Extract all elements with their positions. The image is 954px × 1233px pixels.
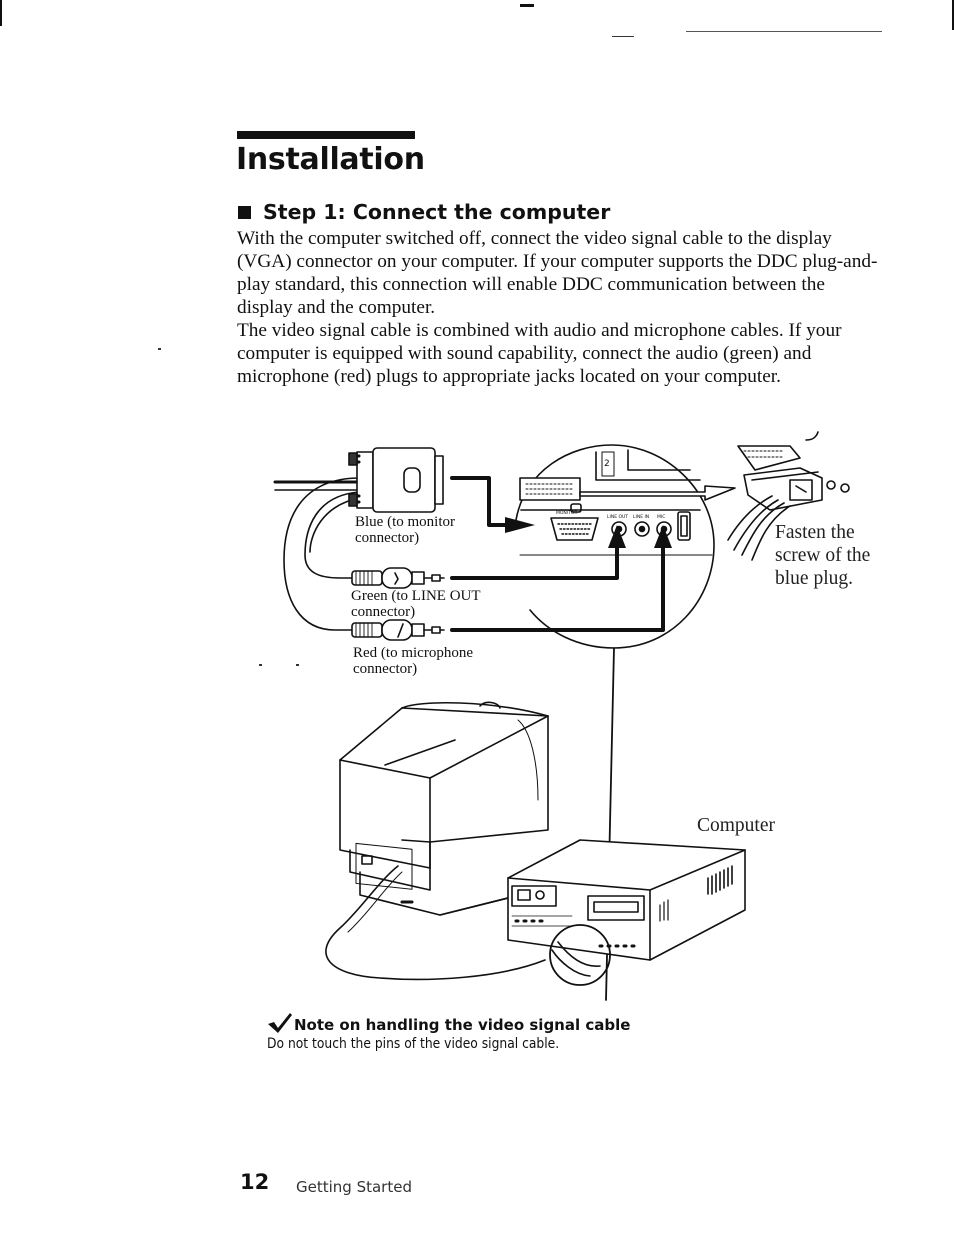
arrow-icon: [579, 485, 736, 501]
paragraph: With the computer switched off, connect …: [237, 228, 878, 318]
magnified-back-panel: [515, 444, 715, 1001]
checkmark-icon: [268, 1013, 292, 1033]
fasten-label: Fasten the: [775, 522, 855, 543]
body-text: With the computer switched off, connect …: [237, 227, 882, 388]
title-rule: [237, 131, 415, 139]
monitor-cable: [325, 865, 546, 981]
step-heading: Step 1: Connect the computer: [238, 200, 610, 224]
mic-label: MIC: [657, 514, 665, 520]
audio-plug-icon: [351, 567, 445, 589]
fasten-label: blue plug.: [775, 568, 853, 589]
connection-diagram: MONITOR LINE OUT LINE IN MIC 2: [273, 431, 870, 1001]
line-out-label: LINE OUT: [607, 514, 628, 520]
red-label: connector): [353, 661, 417, 677]
connection-arrow-lines: [450, 476, 665, 632]
vga-plug-icon: [727, 431, 850, 561]
step-heading-text: Step 1: Connect the computer: [263, 200, 611, 224]
note-text: Do not touch the pins of the video signa…: [267, 1036, 560, 1052]
panel-labels: MONITOR LINE OUT LINE IN MIC 2: [556, 459, 665, 520]
blue-label: Blue (to monitor: [355, 514, 455, 530]
computer-label: Computer: [697, 815, 775, 836]
note-heading: Note on handling the video signal cable: [267, 1012, 630, 1034]
monitor-port-label: MONITOR: [556, 510, 578, 516]
blue-label: connector): [355, 530, 419, 546]
audio-plug-icon: [351, 619, 445, 641]
green-label: Green (to LINE OUT: [351, 588, 481, 604]
port-number-label: 2: [604, 459, 610, 469]
scan-speck: [296, 664, 299, 666]
page-title: Installation: [236, 142, 425, 177]
fasten-label: screw of the: [775, 545, 870, 566]
scan-line: [612, 36, 634, 37]
square-bullet-icon: [238, 205, 251, 219]
scan-speck: [158, 348, 161, 350]
cable-bundle: [273, 477, 362, 631]
paragraph: The video signal cable is combined with …: [237, 320, 842, 387]
scan-speck: [259, 664, 262, 666]
vga-plug-icon: [348, 447, 444, 513]
page-edge-left: [0, 0, 2, 26]
red-label: Red (to microphone: [353, 645, 473, 661]
green-label: connector): [351, 604, 415, 620]
page-edge-right: [952, 0, 954, 30]
line-in-label: LINE IN: [633, 514, 649, 520]
scan-mark: [520, 4, 534, 7]
scan-line: [686, 31, 882, 32]
computer-icon: [507, 839, 746, 986]
note-heading-text: Note on handling the video signal cable: [294, 1016, 631, 1034]
footer-section-name: Getting Started: [296, 1178, 412, 1196]
page-number: 12: [240, 1170, 270, 1194]
